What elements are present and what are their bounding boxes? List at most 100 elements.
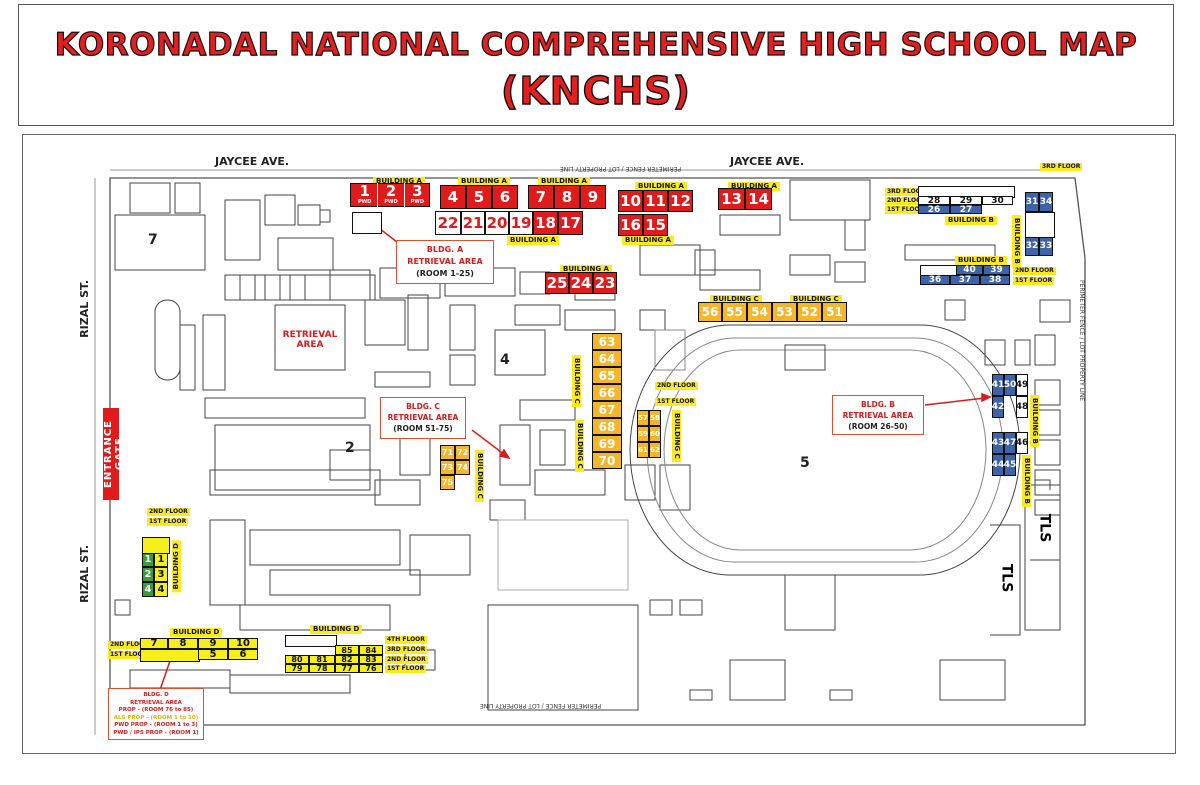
floor-label-d-b1: 1ST FLOOR xyxy=(108,651,150,659)
map-title: KORONADAL NATIONAL COMPREHENSIVE HIGH SC… xyxy=(54,26,1138,63)
room: 1 xyxy=(142,552,154,567)
floor-label-c-1: 1ST FLOOR xyxy=(655,398,697,406)
room: 40 xyxy=(956,265,983,275)
building-b-label-5: BUILDING B xyxy=(1022,455,1031,507)
map-subtitle: (KNCHS) xyxy=(500,68,692,113)
room: 12 xyxy=(668,190,693,212)
building-c-label-4: BUILDING C xyxy=(575,420,584,472)
road-label-jaycee-left: JAYCEE AVE. xyxy=(215,155,290,168)
room: 73 xyxy=(440,460,455,475)
room: 25 xyxy=(545,272,569,294)
room: 59 xyxy=(637,426,649,442)
room: 79 xyxy=(285,664,309,673)
room: 10 xyxy=(228,638,258,649)
building-c-label-6: BUILDING C xyxy=(475,450,484,502)
room: 49 xyxy=(1016,374,1028,396)
callout-building-a: BLDG. A RETRIEVAL AREA (ROOM 1-25) xyxy=(396,240,494,284)
floor-label-d-r1: 1ST FLOOR xyxy=(385,665,427,673)
callout-a-line3: (ROOM 1-25) xyxy=(416,269,474,278)
room: 1 xyxy=(154,552,168,567)
callout-d-line2: RETRIEVAL AREA xyxy=(130,699,182,706)
building-b-label-3: BUILDING B xyxy=(955,256,1007,265)
callout-d-line6: PWD / IPS PROP - (ROOM 1) xyxy=(113,729,199,736)
building-a-label-8: BUILDING A xyxy=(560,265,612,274)
callout-d-line3: PROP - (ROOM 76 to 85) xyxy=(118,707,194,713)
zone-5: 5 xyxy=(800,455,810,471)
room: 6 xyxy=(228,649,258,660)
callout-d-line1: BLDG. D xyxy=(143,692,169,698)
callout-a-line2: RETRIEVAL AREA xyxy=(407,257,483,266)
callout-building-d: BLDG. D RETRIEVAL AREA PROP - (ROOM 76 t… xyxy=(108,688,204,740)
room: 9 xyxy=(198,638,228,649)
perimeter-label-right: PERIMETER FENCE / LOT PROPERTY LINE xyxy=(1078,280,1085,402)
callout-b-line3: (ROOM 26-50) xyxy=(848,422,908,431)
room: 8 xyxy=(554,185,580,209)
room: 65 xyxy=(592,367,622,384)
room: 74 xyxy=(455,460,470,475)
room: 32 xyxy=(1025,236,1039,256)
room: 44 xyxy=(992,454,1004,476)
room: 30 xyxy=(982,196,1013,206)
building-d-4th-blank xyxy=(285,635,337,647)
room: 47 xyxy=(1004,432,1016,454)
room: 45 xyxy=(1004,454,1016,476)
building-a-label-4: BUILDING A xyxy=(635,182,687,191)
room: 76 xyxy=(359,664,383,673)
callout-building-c: BLDG. C RETRIEVAL AREA (ROOM 51-75) xyxy=(380,397,466,439)
room: 67 xyxy=(592,401,622,418)
room: 17 xyxy=(558,211,583,235)
floor-label-c-2: 2ND FLOOR xyxy=(655,382,698,390)
room: 71 xyxy=(440,445,455,460)
floor-label-d-r3: 3RD FLOOR xyxy=(385,646,428,654)
callout-c-line3: (ROOM 51-75) xyxy=(393,424,453,433)
room: 18 xyxy=(533,211,558,235)
room: 27 xyxy=(950,205,982,215)
room: 60 xyxy=(649,426,661,442)
tls-label-1: TLS xyxy=(998,563,1015,593)
entrance-gate: ENTRANCE GATE xyxy=(103,408,125,500)
callout-b-line1: BLDG. B xyxy=(860,400,896,409)
room: 43 xyxy=(992,432,1004,454)
room: 3 xyxy=(154,567,168,582)
tls-label-2: TLS xyxy=(1036,513,1053,543)
callout-b-line2: RETRIEVAL AREA xyxy=(842,411,914,420)
room: 42 xyxy=(992,396,1004,418)
building-b-column-mid xyxy=(1025,212,1055,238)
floor-label-b-m1: 1ST FLOOR xyxy=(1013,277,1055,285)
building-a-label-7: BUILDING A xyxy=(622,236,674,245)
floor-label-b-2: 2ND FLOOR xyxy=(885,197,928,205)
room: 41 xyxy=(992,374,1004,396)
zone-4: 4 xyxy=(500,352,510,368)
zone-7: 7 xyxy=(148,232,158,248)
road-label-jaycee-right: JAYCEE AVE. xyxy=(730,155,805,168)
room: 58 xyxy=(649,410,661,426)
building-a-label-6: BUILDING A xyxy=(507,236,559,245)
callout-d-line5: PWD PROP - (ROOM 1 to 3) xyxy=(114,722,198,728)
floor-label-d-1: 1ST FLOOR xyxy=(147,518,189,526)
building-a-retrieval-spot xyxy=(352,212,382,234)
room: 39 xyxy=(983,265,1010,275)
room: 62 xyxy=(649,442,661,458)
building-a-label-1: BUILDING A xyxy=(373,177,425,186)
room: 24 xyxy=(569,272,593,294)
room: 4 xyxy=(142,582,154,597)
perimeter-label-bottom: PERIMETER FENCE / LOT PROPERTY LINE xyxy=(480,702,602,709)
building-a-label-5: BUILDING A xyxy=(728,182,780,191)
room: 70 xyxy=(592,452,622,469)
room: 48 xyxy=(1016,396,1028,418)
room: 22 xyxy=(435,211,461,235)
room: 55 xyxy=(722,302,747,322)
room: 14 xyxy=(745,188,772,210)
road-label-rizal-top: RIZAL ST. xyxy=(78,280,91,338)
room: 4 xyxy=(440,185,466,209)
room: 52 xyxy=(797,302,822,322)
room: 36 xyxy=(920,275,950,285)
room: 23 xyxy=(593,272,617,294)
building-c-label-5: BUILDING C xyxy=(672,410,681,462)
room: 68 xyxy=(592,418,622,435)
room: 28 xyxy=(918,196,950,206)
floor-label-b-v3: 3RD FLOOR xyxy=(1040,163,1083,171)
floor-label-d-2: 2ND FLOOR xyxy=(147,508,190,516)
